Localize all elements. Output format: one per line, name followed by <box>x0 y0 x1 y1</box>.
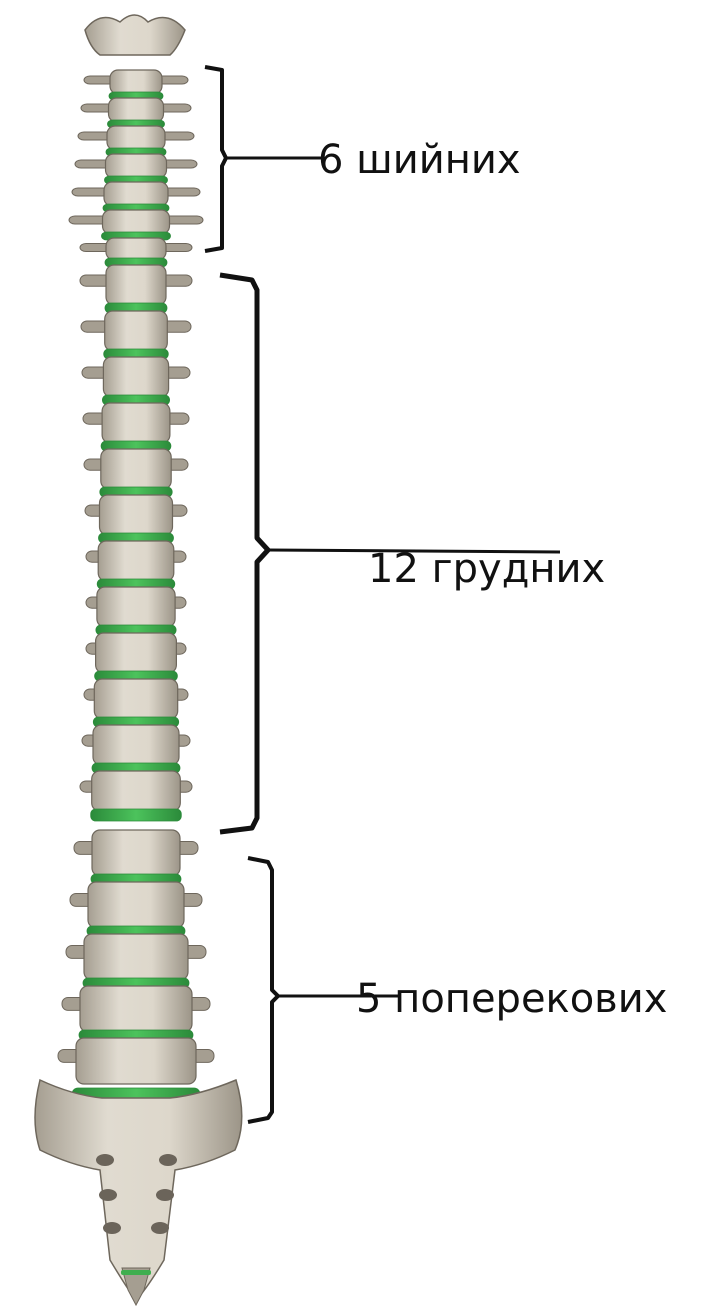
sacral-foramen <box>99 1189 117 1201</box>
vertebra-body <box>106 238 166 260</box>
vertebra-body <box>80 986 192 1032</box>
vertebra-body <box>107 126 165 150</box>
sacral-foramen <box>156 1189 174 1201</box>
intervertebral-disc <box>91 809 182 821</box>
vertebra-body <box>92 771 181 811</box>
sacral-foramen <box>151 1222 169 1234</box>
sacral-foramen <box>103 1222 121 1234</box>
atlas <box>85 15 185 55</box>
vertebra-body <box>101 449 171 489</box>
vertebra-body <box>88 882 184 928</box>
vertebra-body <box>106 154 167 178</box>
bracket-cervical <box>205 67 322 251</box>
vertebra-body <box>105 311 168 351</box>
sacral-foramen <box>159 1154 177 1166</box>
label-thoracic: 12 грудних <box>368 546 605 592</box>
vertebra-body <box>98 541 174 581</box>
vertebra-body <box>96 633 177 673</box>
vertebra-body <box>104 182 168 206</box>
vertebra-body <box>84 934 188 980</box>
vertebra-body <box>76 1038 196 1084</box>
label-cervical: 6 шийних <box>318 137 521 183</box>
vertebra-body <box>106 265 166 305</box>
vertebra-body <box>110 70 162 94</box>
sacral-foramen <box>96 1154 114 1166</box>
label-lumbar: 5 поперекових <box>356 976 667 1022</box>
vertebra-body <box>102 403 170 443</box>
coccygeal-disc <box>121 1270 151 1275</box>
vertebra-body <box>97 587 175 627</box>
vertebra-body <box>94 679 177 719</box>
vertebra-body <box>109 98 164 122</box>
vertebra-body <box>103 357 168 397</box>
vertebra-body <box>103 210 170 234</box>
vertebra-body <box>92 830 180 876</box>
vertebral-column <box>35 15 242 1305</box>
vertebra-body <box>93 725 179 765</box>
sacrum <box>35 1080 242 1300</box>
vertebra-body <box>100 495 173 535</box>
